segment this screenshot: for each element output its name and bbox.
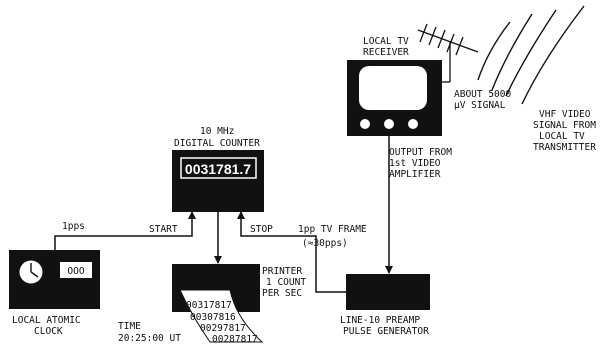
tv-frame-label: 1pp TV FRAME: [298, 224, 367, 235]
tv-receiver-label: LOCAL TV: [363, 36, 409, 47]
start-label: START: [149, 224, 178, 235]
clock-digits: OOO: [67, 266, 84, 277]
stop-label: STOP: [250, 224, 273, 235]
output-note-3: AMPLIFIER: [389, 169, 441, 180]
clock-caption-2: CLOCK: [34, 326, 63, 337]
preamp-caption-2: PULSE GENERATOR: [343, 326, 429, 337]
signal-level-note: ABOUT 5000: [454, 89, 511, 100]
radio-waves-icon: [477, 5, 585, 105]
pps-label: 1pps: [62, 221, 85, 232]
counter-label: 10 MHz: [200, 126, 234, 137]
printer-label: PRINTER: [262, 266, 302, 277]
printer-reading-2: 00307816: [190, 312, 236, 323]
clock-caption: LOCAL ATOMIC: [12, 315, 81, 326]
preamp-pulse-generator: [346, 274, 430, 310]
transmitter-note: VHF VIDEO: [539, 109, 591, 120]
time-note-2: 20:25:00 UT: [118, 333, 181, 344]
signal-level-note-2: µV SIGNAL: [454, 100, 506, 111]
transmitter-note-4: TRANSMITTER: [533, 142, 596, 153]
counter-display: 0031781.7: [185, 161, 251, 177]
printer-reading-4: 00287817: [212, 334, 258, 345]
printer-paper: [179, 289, 264, 343]
printer-label-2: 1 COUNT: [266, 277, 306, 288]
tv-receiver-label-2: RECEIVER: [363, 47, 409, 58]
printer-label-3: PER SEC: [262, 288, 302, 299]
stop-signal-line: [237, 211, 346, 293]
printer-reading-1: 00317817: [186, 300, 232, 311]
output-note: OUTPUT FROM: [389, 147, 452, 158]
output-note-2: 1st VIDEO: [389, 158, 441, 169]
time-note: TIME: [118, 321, 141, 332]
start-signal-line: [54, 211, 196, 250]
transmitter-note-2: SIGNAL FROM: [533, 120, 596, 131]
counter-label-2: DIGITAL COUNTER: [174, 138, 260, 149]
printer-reading-3: 00297817: [200, 323, 246, 334]
preamp-caption: LINE-10 PREAMP: [340, 315, 420, 326]
rate-label: (≈30pps): [302, 238, 348, 249]
transmitter-note-3: LOCAL TV: [539, 131, 585, 142]
digital-counter: [172, 150, 264, 212]
tv-receiver: [347, 60, 442, 136]
atomic-clock: [9, 250, 100, 309]
antenna-icon: [417, 23, 479, 83]
